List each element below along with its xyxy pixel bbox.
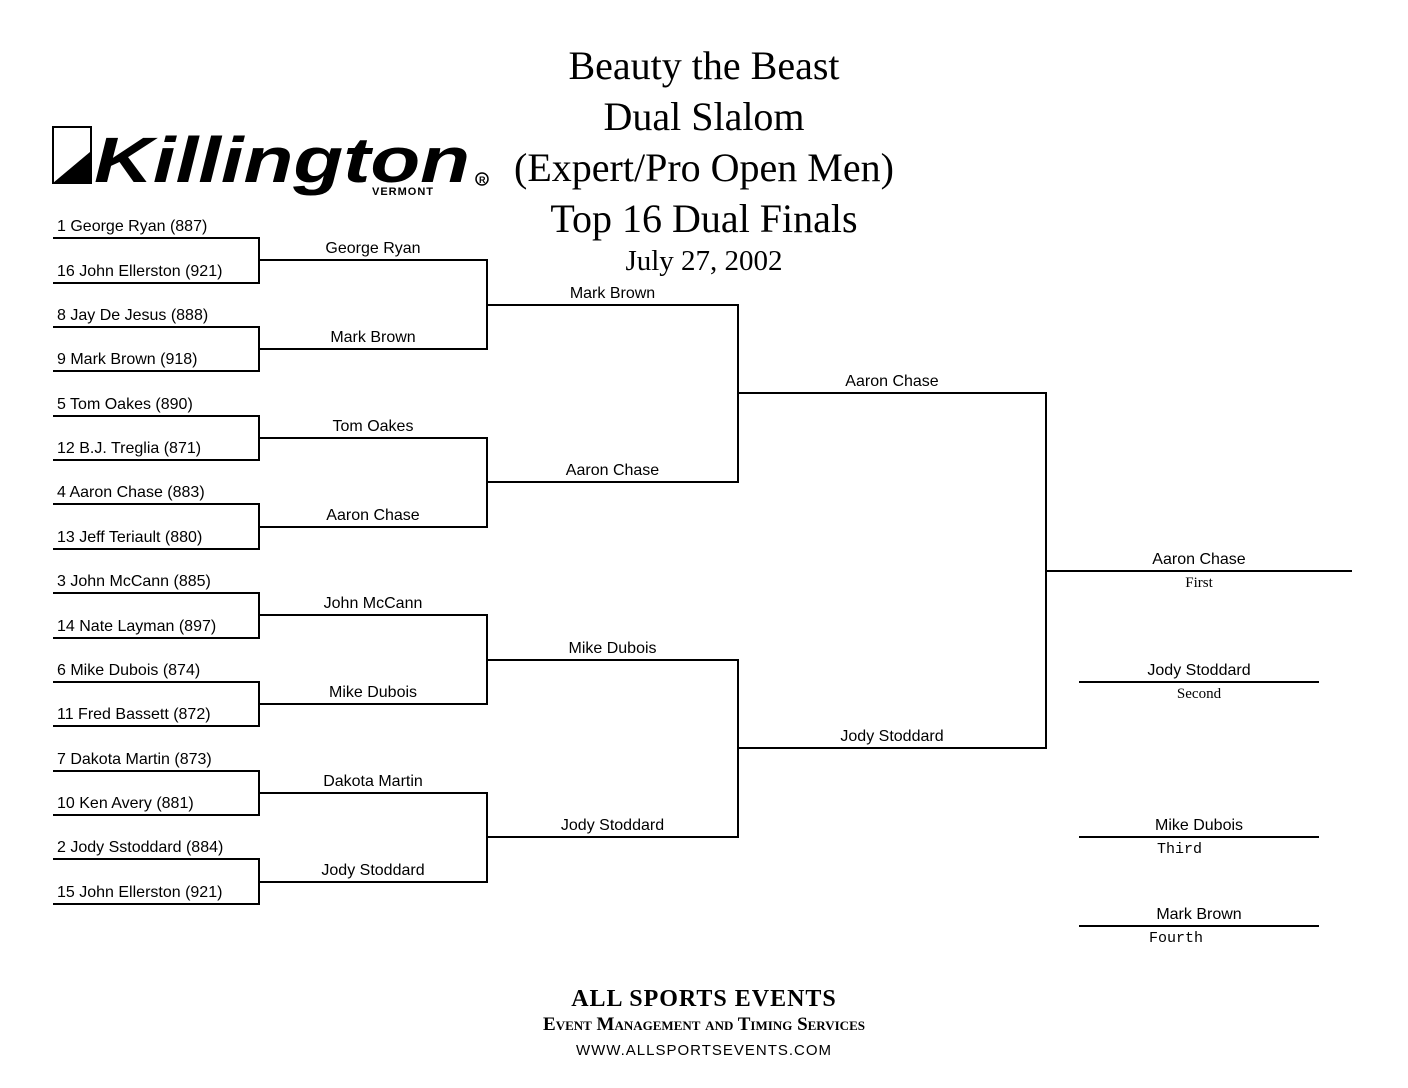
round1-entry: 1 George Ryan (887) <box>57 218 208 235</box>
round1-entry: 5 Tom Oakes (890) <box>57 396 193 413</box>
svg-text:R: R <box>479 175 486 185</box>
round2-winner: Mark Brown <box>330 329 416 346</box>
round1-entry: 11 Fred Bassett (872) <box>57 706 211 723</box>
round2-winner: George Ryan <box>325 240 421 257</box>
logo-name: Killington <box>94 126 470 196</box>
title-line-1: Beauty the Beast <box>568 43 840 88</box>
round4-winner: Aaron Chase <box>845 373 939 390</box>
logo-sub: VERMONT <box>372 186 434 198</box>
footer-company: ALL SPORTS EVENTS <box>571 986 837 1012</box>
round3-winner: Aaron Chase <box>565 462 660 479</box>
round2-winner: Tom Oakes <box>332 418 414 435</box>
round1-entry: 16 John Ellerston (921) <box>57 263 223 280</box>
footer-url[interactable]: WWW.ALLSPORTSEVENTS.COM <box>575 1042 833 1059</box>
champion-name: Aaron Chase <box>1152 551 1246 568</box>
round2-winner: Jody Stoddard <box>321 862 425 879</box>
round1-entry: 6 Mike Dubois (874) <box>57 662 201 679</box>
killington-logo: Killington VERMONT R <box>52 126 489 198</box>
third-name: Mike Dubois <box>1154 817 1244 834</box>
round1-entry: 12 B.J. Treglia (871) <box>57 440 202 457</box>
title-line-3: (Expert/Pro Open Men) <box>514 145 894 190</box>
champion-place: First <box>1185 575 1213 591</box>
round1-entry: 7 Dakota Martin (873) <box>57 751 212 768</box>
round1-entry: 10 Ken Avery (881) <box>57 795 194 812</box>
round2-winner: John McCann <box>323 595 423 612</box>
second-name: Jody Stoddard <box>1147 662 1251 679</box>
round2-winner: Mike Dubois <box>328 684 418 701</box>
title-line-4: Top 16 Dual Finals <box>550 196 858 241</box>
round1-entry: 15 John Ellerston (921) <box>57 884 223 901</box>
round3-winner: Mike Dubois <box>568 640 657 657</box>
round4-winner: Jody Stoddard <box>840 728 944 745</box>
event-date: July 27, 2002 <box>625 245 783 277</box>
round1-entry: 14 Nate Layman (897) <box>57 618 217 635</box>
round3-winner: Mark Brown <box>569 285 656 302</box>
round1-entry: 4 Aaron Chase (883) <box>57 484 205 501</box>
round1-entry: 8 Jay De Jesus (888) <box>57 307 209 324</box>
round2-winner: Dakota Martin <box>323 773 423 790</box>
footer-tagline: Event Management and Timing Services <box>543 1014 865 1035</box>
third-place: Third <box>1157 841 1203 858</box>
round1-entry: 2 Jody Sstoddard (884) <box>57 839 224 856</box>
fourth-place: Fourth <box>1149 930 1204 947</box>
round1-entry: 9 Mark Brown (918) <box>57 351 198 368</box>
round2-winner: Aaron Chase <box>326 507 420 524</box>
second-place: Second <box>1176 686 1222 702</box>
round1-entry: 3 John McCann (885) <box>57 573 211 590</box>
round3-winner: Jody Stoddard <box>560 817 665 834</box>
round1-entry: 13 Jeff Teriault (880) <box>57 529 203 546</box>
title-line-2: Dual Slalom <box>603 94 805 139</box>
fourth-name: Mark Brown <box>1156 906 1242 923</box>
